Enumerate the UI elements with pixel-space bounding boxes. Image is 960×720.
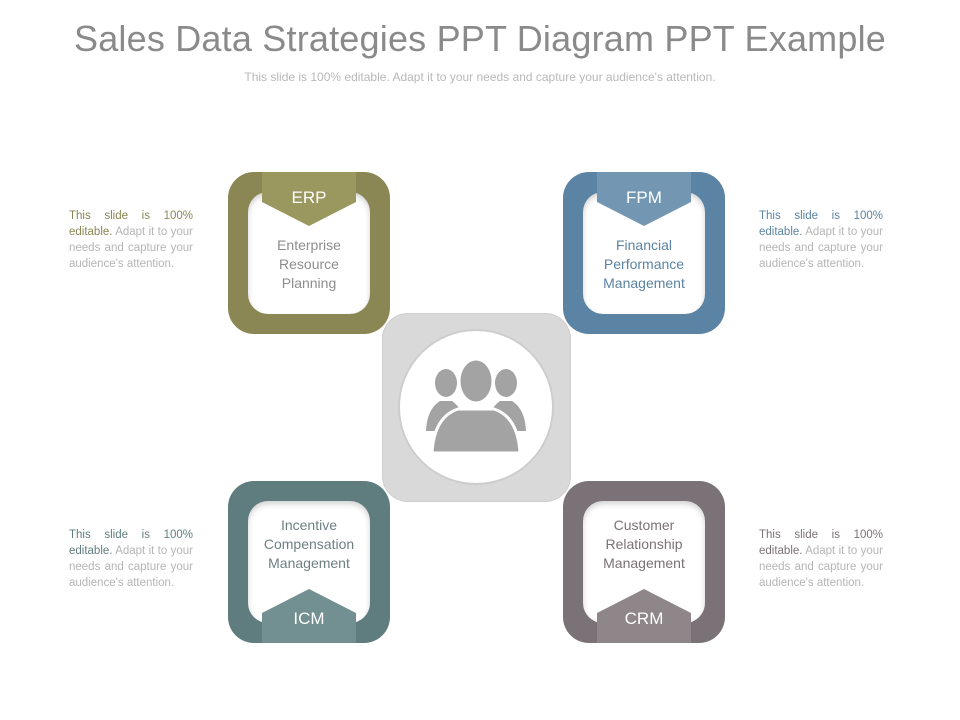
note-rest: Adapt it to your needs and capture your … — [69, 545, 193, 589]
crm-up-arrow-tab — [597, 589, 691, 643]
crm-description: Customer Relationship Management — [563, 516, 725, 573]
desc-line: Management — [268, 555, 350, 571]
note-rest: Adapt it to your needs and capture your … — [759, 226, 883, 270]
note-lead: This slide is 100% editable. — [759, 210, 883, 238]
icm-block: ICM Incentive Compensation Management — [228, 481, 390, 643]
note-crm: This slide is 100% editable. Adapt it to… — [759, 527, 883, 591]
erp-down-arrow-tab — [262, 172, 356, 226]
desc-line: Relationship — [605, 536, 683, 552]
note-lead: This slide is 100% editable. — [69, 529, 193, 557]
icm-up-arrow-tab — [262, 589, 356, 643]
desc-line: Performance — [603, 256, 685, 272]
desc-line: Incentive — [280, 517, 338, 533]
note-erp: This slide is 100% editable. Adapt it to… — [69, 208, 193, 272]
icm-description: Incentive Compensation Management — [228, 516, 390, 573]
note-icm: This slide is 100% editable. Adapt it to… — [69, 527, 193, 591]
fpm-block: FPM Financial Performance Management — [563, 172, 725, 334]
people-group-icon — [426, 357, 526, 455]
slide-title: Sales Data Strategies PPT Diagram PPT Ex… — [73, 18, 887, 59]
desc-line: Enterprise — [277, 237, 341, 253]
fpm-description: Financial Performance Management — [563, 236, 725, 293]
erp-description: Enterprise Resource Planning — [228, 236, 390, 293]
desc-line: Management — [603, 275, 685, 291]
desc-line: Customer — [613, 517, 675, 533]
slide-subtitle: This slide is 100% editable. Adapt it to… — [244, 70, 716, 84]
fpm-abbr: FPM — [626, 188, 662, 207]
crm-abbr: CRM — [624, 609, 664, 628]
note-lead: This slide is 100% editable. — [759, 529, 883, 557]
erp-abbr: ERP — [291, 188, 327, 207]
center-circle — [398, 329, 554, 485]
desc-line: Resource — [279, 256, 339, 272]
desc-line: Management — [603, 555, 685, 571]
crm-block: CRM Customer Relationship Management — [563, 481, 725, 643]
erp-block: ERP Enterprise Resource Planning — [228, 172, 390, 334]
note-lead: This slide is 100% editable. — [69, 210, 193, 238]
icm-abbr: ICM — [293, 609, 325, 628]
note-rest: Adapt it to your needs and capture your … — [69, 226, 193, 270]
desc-line: Compensation — [263, 536, 355, 552]
note-fpm: This slide is 100% editable. Adapt it to… — [759, 208, 883, 272]
desc-line: Financial — [615, 237, 673, 253]
desc-line: Planning — [281, 275, 337, 291]
fpm-down-arrow-tab — [597, 172, 691, 226]
center-hub — [382, 313, 571, 502]
note-rest: Adapt it to your needs and capture your … — [759, 545, 883, 589]
